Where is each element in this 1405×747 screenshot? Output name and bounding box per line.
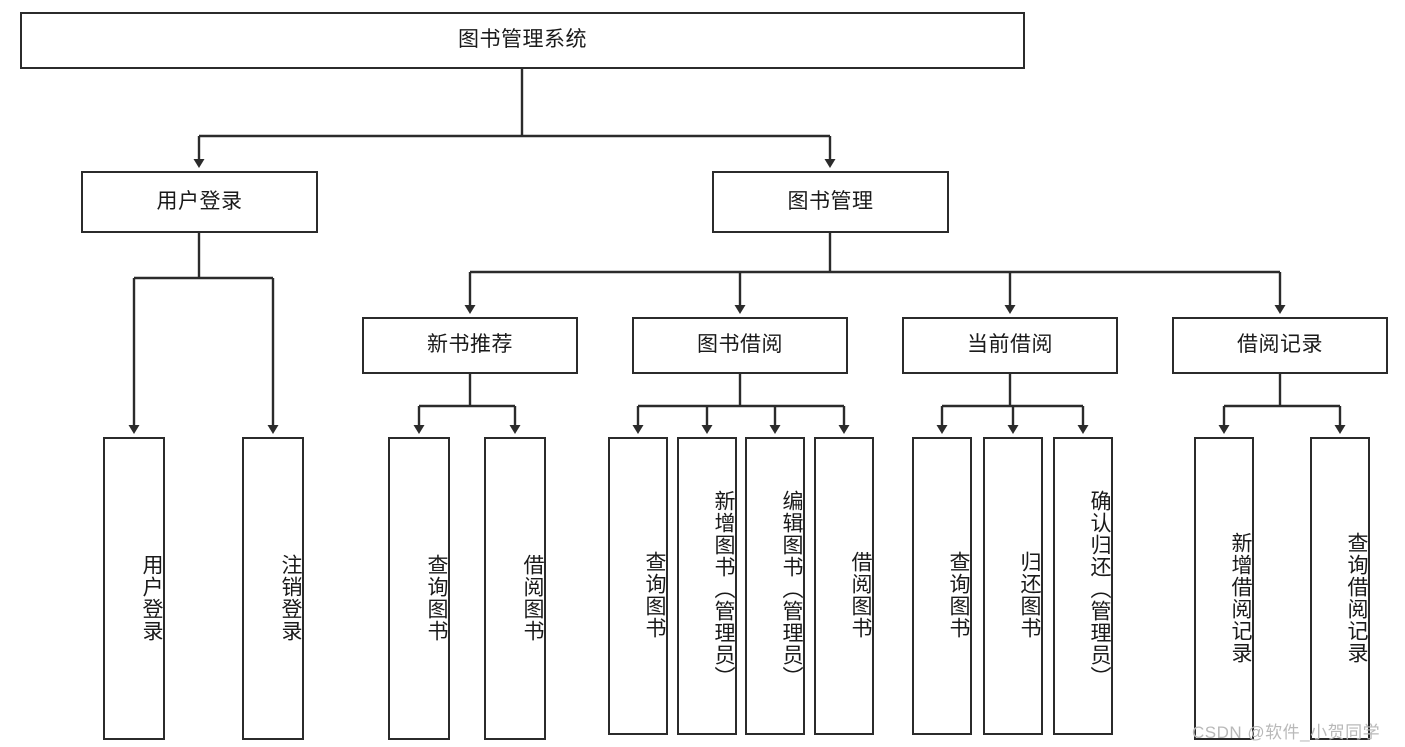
node-borrow-record-label: 借阅记录 bbox=[1237, 333, 1323, 357]
leaf-borrow-books-2[interactable]: 借阅图书 bbox=[814, 437, 874, 735]
leaf-user-login[interactable]: 用户登录 bbox=[103, 437, 165, 740]
leaf-edit-book-label: 编辑图书（管理员） bbox=[780, 490, 803, 688]
leaf-add-borrow-record-label: 新增借阅记录 bbox=[1229, 531, 1252, 664]
node-book-manage-label: 图书管理 bbox=[787, 189, 874, 213]
leaf-borrow-books-1[interactable]: 借阅图书 bbox=[484, 437, 546, 740]
leaf-query-books-1-label: 查询图书 bbox=[425, 553, 448, 642]
leaf-query-books-3-label: 查询图书 bbox=[947, 551, 970, 639]
leaf-add-book-label: 新增图书（管理员） bbox=[712, 490, 735, 688]
node-root-label: 图书管理系统 bbox=[458, 28, 587, 52]
leaf-confirm-return[interactable]: 确认归还（管理员） bbox=[1053, 437, 1113, 735]
leaf-query-books-2-label: 查询图书 bbox=[643, 551, 666, 639]
leaf-confirm-return-label: 确认归还（管理员） bbox=[1088, 490, 1111, 688]
leaf-query-books-2[interactable]: 查询图书 bbox=[608, 437, 668, 735]
leaf-query-borrow-record-label: 查询借阅记录 bbox=[1345, 531, 1368, 664]
leaf-borrow-books-2-label: 借阅图书 bbox=[849, 551, 872, 639]
leaf-return-book[interactable]: 归还图书 bbox=[983, 437, 1043, 735]
node-new-book-recommend-label: 新书推荐 bbox=[427, 333, 513, 357]
node-book-manage[interactable]: 图书管理 bbox=[712, 171, 949, 233]
leaf-add-book[interactable]: 新增图书（管理员） bbox=[677, 437, 737, 735]
leaf-edit-book[interactable]: 编辑图书（管理员） bbox=[745, 437, 805, 735]
leaf-query-books-1[interactable]: 查询图书 bbox=[388, 437, 450, 740]
node-root[interactable]: 图书管理系统 bbox=[20, 12, 1025, 69]
node-current-borrow[interactable]: 当前借阅 bbox=[902, 317, 1118, 374]
node-user-login[interactable]: 用户登录 bbox=[81, 171, 318, 233]
node-current-borrow-label: 当前借阅 bbox=[967, 333, 1053, 357]
node-borrow-record[interactable]: 借阅记录 bbox=[1172, 317, 1388, 374]
leaf-user-login-label: 用户登录 bbox=[140, 553, 163, 642]
leaf-query-books-3[interactable]: 查询图书 bbox=[912, 437, 972, 735]
node-book-borrow-label: 图书借阅 bbox=[697, 333, 783, 357]
leaf-logout-login[interactable]: 注销登录 bbox=[242, 437, 304, 740]
node-new-book-recommend[interactable]: 新书推荐 bbox=[362, 317, 578, 374]
leaf-add-borrow-record[interactable]: 新增借阅记录 bbox=[1194, 437, 1254, 740]
node-book-borrow[interactable]: 图书借阅 bbox=[632, 317, 848, 374]
csdn-watermark: CSDN @软件_小贺同学 bbox=[1192, 723, 1381, 742]
leaf-logout-login-label: 注销登录 bbox=[279, 553, 302, 642]
leaf-query-borrow-record[interactable]: 查询借阅记录 bbox=[1310, 437, 1370, 740]
node-user-login-label: 用户登录 bbox=[156, 189, 243, 213]
leaf-borrow-books-1-label: 借阅图书 bbox=[521, 553, 544, 642]
leaf-return-book-label: 归还图书 bbox=[1018, 551, 1041, 639]
